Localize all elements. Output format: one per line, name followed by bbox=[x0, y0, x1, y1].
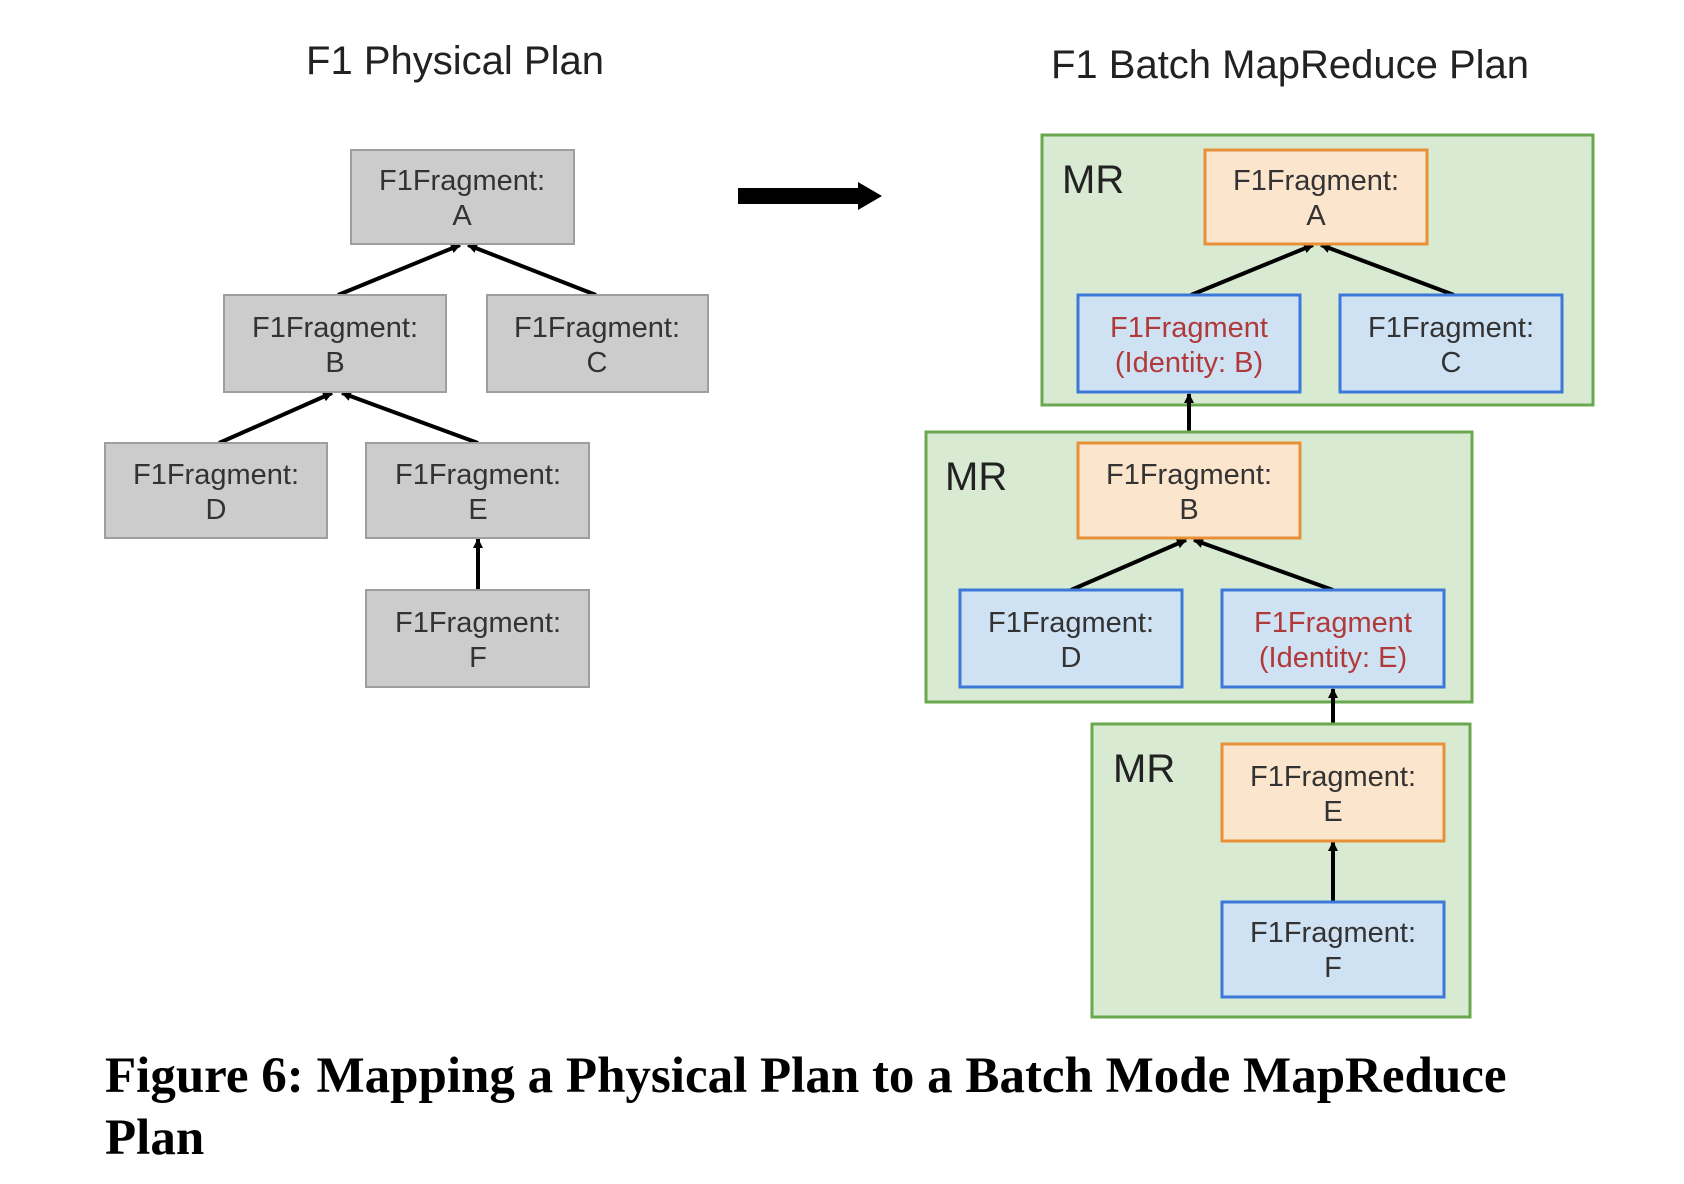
edge-d-to-b bbox=[1070, 538, 1187, 592]
edge-c-to-a bbox=[1320, 243, 1455, 297]
mr-node-e: F1Fragment: E bbox=[1220, 742, 1446, 843]
mapreduce-plan: MR F1Fragment: A F1Fragment (Identity: B… bbox=[924, 133, 1595, 1019]
mapreduce-plan-title: F1 Batch MapReduce Plan bbox=[1051, 43, 1529, 87]
node-id: D bbox=[206, 494, 227, 526]
edge-c-to-a bbox=[467, 243, 597, 297]
node-label: F1Fragment: bbox=[395, 459, 561, 491]
mr-node-d: F1Fragment: D bbox=[958, 588, 1184, 689]
physical-node-e: F1Fragment: E bbox=[365, 442, 590, 539]
edge-b-to-a bbox=[337, 243, 461, 297]
physical-node-c: F1Fragment: C bbox=[486, 294, 709, 393]
physical-plan-tree: F1Fragment: A F1Fragment: B F1Fragment: … bbox=[104, 149, 709, 688]
node-id: F bbox=[469, 642, 487, 674]
node-id: C bbox=[587, 347, 608, 379]
node-label: F1Fragment bbox=[1110, 312, 1268, 344]
mr-stage-label: MR bbox=[945, 455, 1007, 499]
node-id: A bbox=[452, 200, 472, 232]
mr-node-b: F1Fragment: B bbox=[1076, 441, 1302, 540]
node-id: C bbox=[1441, 347, 1462, 379]
node-label: F1Fragment: bbox=[1250, 761, 1416, 793]
node-label: F1Fragment: bbox=[988, 607, 1154, 639]
edge-bidentity-to-a bbox=[1190, 243, 1314, 297]
mr-node-e-identity: F1Fragment (Identity: E) bbox=[1220, 588, 1446, 689]
node-label: F1Fragment: bbox=[379, 165, 545, 197]
edge-eidentity-to-b bbox=[1193, 538, 1334, 592]
node-id: D bbox=[1061, 642, 1082, 674]
node-id: (Identity: B) bbox=[1115, 347, 1263, 379]
node-label: F1Fragment: bbox=[1250, 917, 1416, 949]
mr-stage-label: MR bbox=[1062, 158, 1124, 202]
mr-stage-3: MR F1Fragment: E F1Fragment: F bbox=[1090, 722, 1472, 1019]
node-label: F1Fragment: bbox=[395, 607, 561, 639]
edge-e-to-b bbox=[341, 391, 479, 445]
figure-caption: Figure 6: Mapping a Physical Plan to a B… bbox=[105, 1048, 1507, 1166]
node-id: B bbox=[1179, 494, 1198, 526]
physical-node-f: F1Fragment: F bbox=[365, 589, 590, 688]
edge-d-to-b bbox=[218, 391, 333, 445]
mr-node-a: F1Fragment: A bbox=[1203, 148, 1429, 246]
physical-plan-title: F1 Physical Plan bbox=[306, 39, 604, 83]
mr-node-c: F1Fragment: C bbox=[1338, 293, 1564, 394]
physical-node-a: F1Fragment: A bbox=[350, 149, 575, 245]
mr-stage-label: MR bbox=[1113, 747, 1175, 791]
node-id: E bbox=[468, 494, 487, 526]
node-label: F1Fragment bbox=[1254, 607, 1412, 639]
mr-stage-1: MR F1Fragment: A F1Fragment (Identity: B… bbox=[1040, 133, 1595, 407]
node-id: F bbox=[1324, 952, 1342, 984]
node-id: A bbox=[1306, 200, 1326, 232]
node-id: B bbox=[325, 347, 344, 379]
physical-node-b: F1Fragment: B bbox=[223, 294, 447, 393]
physical-node-d: F1Fragment: D bbox=[104, 442, 328, 539]
node-label: F1Fragment: bbox=[133, 459, 299, 491]
node-id: E bbox=[1323, 796, 1342, 828]
transform-arrow bbox=[738, 182, 882, 210]
node-id: (Identity: E) bbox=[1259, 642, 1407, 674]
mr-node-f: F1Fragment: F bbox=[1220, 900, 1446, 999]
mr-node-b-identity: F1Fragment (Identity: B) bbox=[1076, 293, 1302, 394]
node-label: F1Fragment: bbox=[514, 312, 680, 344]
mr-stage-2: MR F1Fragment: B F1Fragment: D F1Fragmen… bbox=[924, 430, 1474, 704]
node-label: F1Fragment: bbox=[1106, 459, 1272, 491]
node-label: F1Fragment: bbox=[252, 312, 418, 344]
node-label: F1Fragment: bbox=[1368, 312, 1534, 344]
node-label: F1Fragment: bbox=[1233, 165, 1399, 197]
